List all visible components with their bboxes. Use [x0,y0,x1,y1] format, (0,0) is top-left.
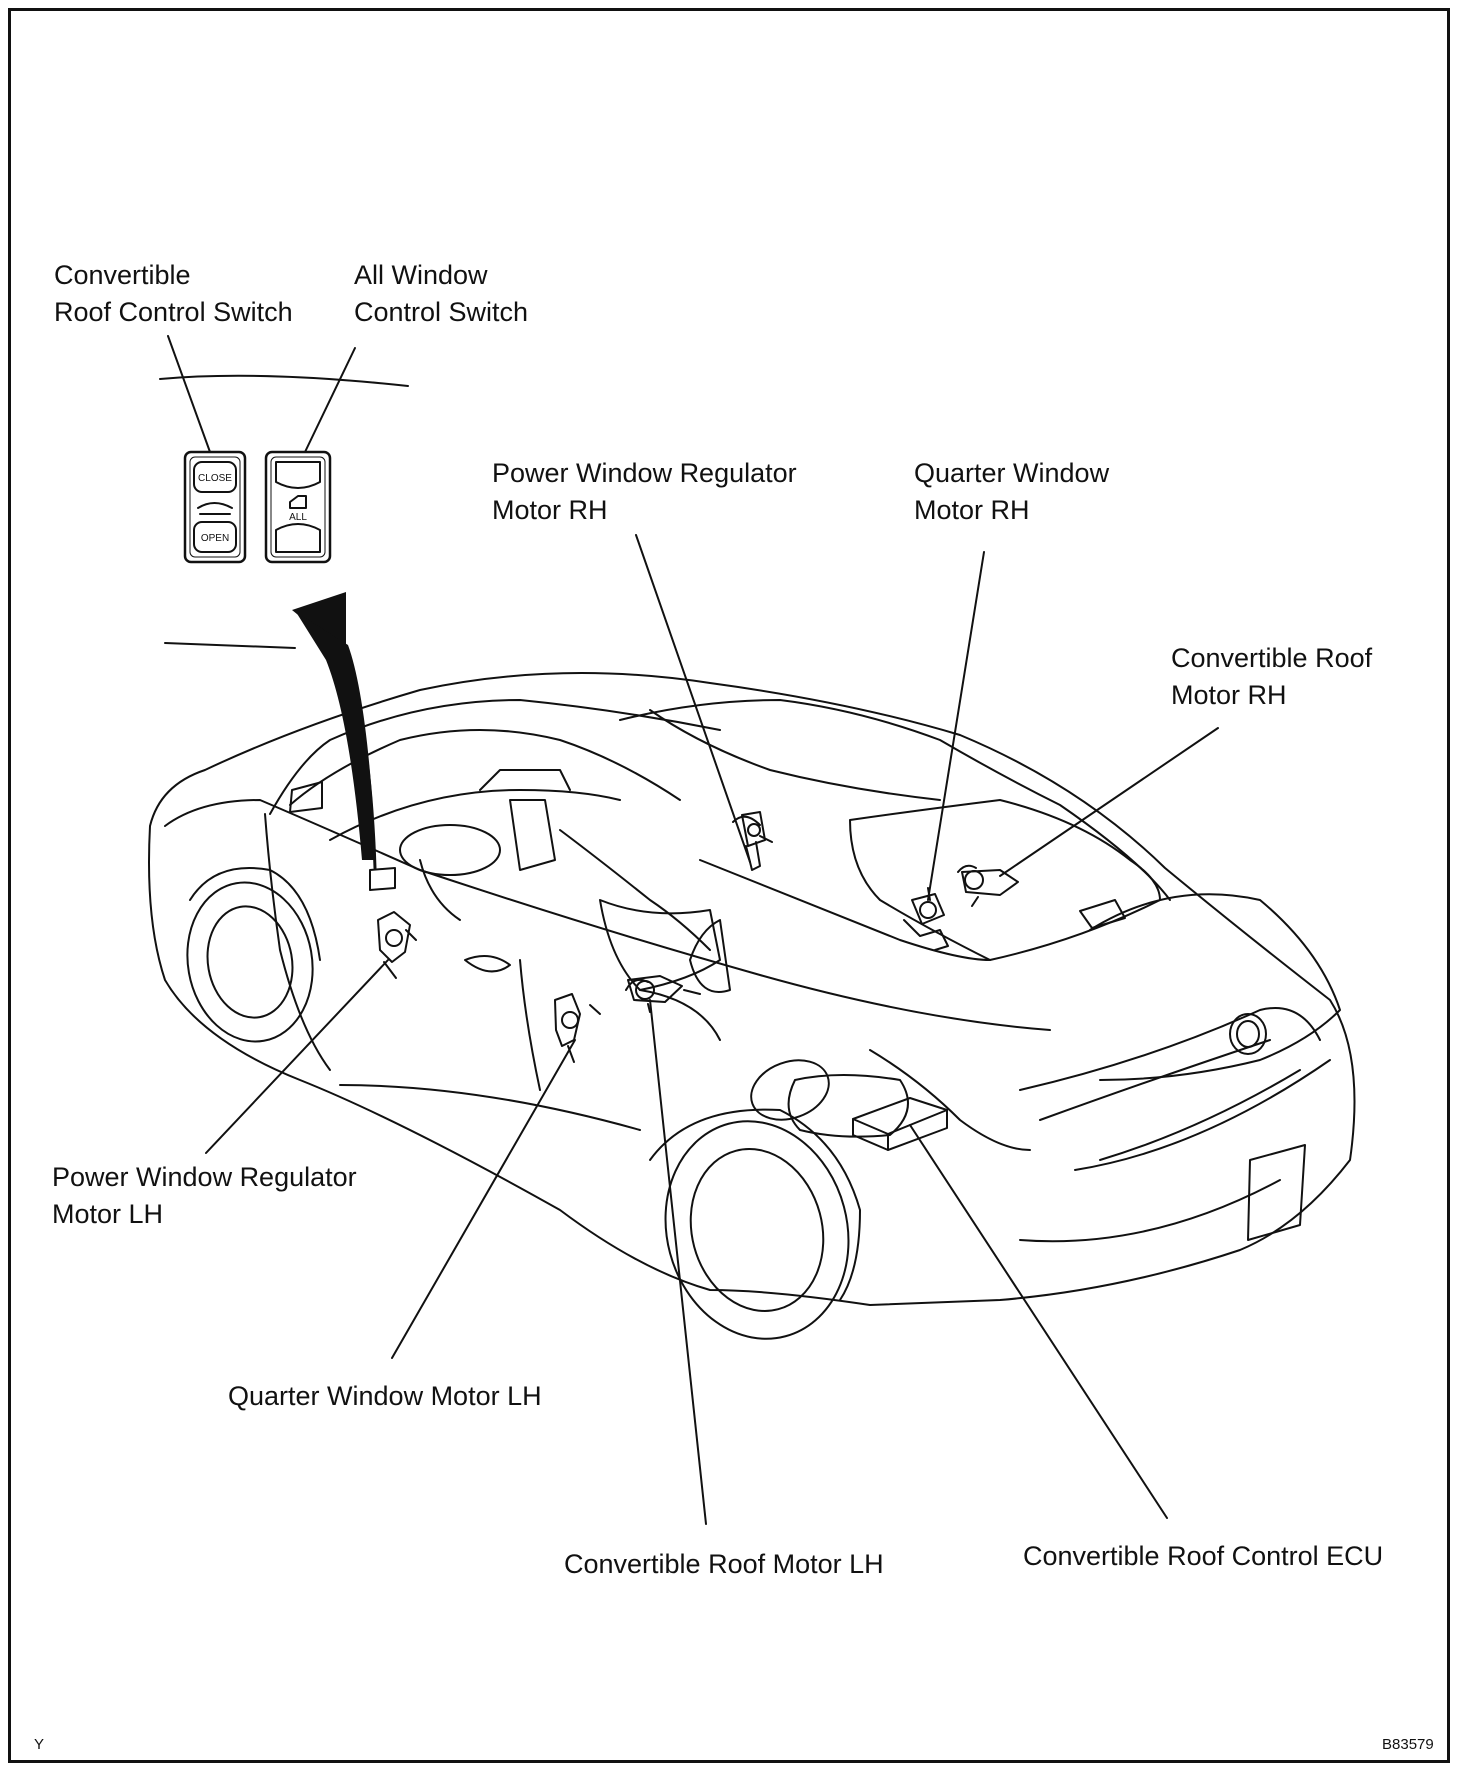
car-body [148,672,1356,1340]
all-label: ALL [289,512,307,523]
label-roof-control-switch: Convertible Roof Control Switch [54,260,293,327]
switch-panel-text: CLOSE OPEN ALL [198,473,307,544]
roof-motor-lh-part [625,975,701,1013]
convertible-car-icon [197,502,233,515]
label-roof-motor-lh: Convertible Roof Motor LH [564,1549,884,1579]
quarter-motor-rh-part [903,887,949,951]
label-roof-motor-rh: Convertible Roof Motor RH [1171,643,1373,710]
ecu-box [852,1097,948,1151]
roof-control-switch [183,450,247,564]
pw-motor-lh-part [377,911,417,979]
corner-code-left: Y [34,1736,45,1753]
dash-edge-line-lower [164,642,296,649]
label-roof-control-ecu: Convertible Roof Control ECU [1023,1541,1384,1571]
label-all-window-control-switch: All Window Control Switch [354,260,529,327]
pw-motor-rh-part [732,811,773,871]
diagram-frame [8,8,1450,1763]
all-window-control-switch [264,450,332,564]
window-icon [289,495,307,509]
roof-close-button [193,461,237,493]
roof-open-button [193,521,237,553]
label-power-window-motor-rh: Power Window Regulator Motor RH [492,458,797,525]
roof-motor-rh-part [957,864,1019,907]
label-power-window-motor-lh: Power Window Regulator Motor LH [52,1162,357,1229]
leader-lines [167,335,1219,1525]
quarter-motor-lh-part [554,993,601,1063]
figure-code: B83579 [1382,1736,1434,1753]
dash-edge-line-upper [159,374,409,387]
close-label: CLOSE [198,473,232,484]
switch-panel [183,450,332,564]
window-up-button [275,461,321,489]
window-down-button [275,523,321,553]
label-quarter-window-motor-lh: Quarter Window Motor LH [228,1381,542,1411]
label-quarter-window-motor-rh: Quarter Window Motor RH [914,458,1110,525]
open-label: OPEN [201,533,229,544]
